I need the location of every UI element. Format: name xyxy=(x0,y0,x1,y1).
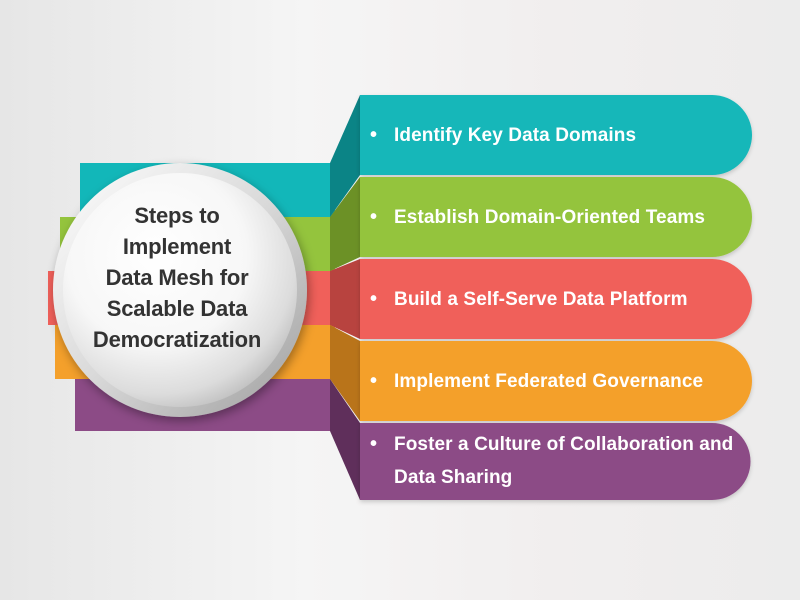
title-line-4: Scalable Data xyxy=(106,296,248,321)
diagram-title: Steps to Implement Data Mesh for Scalabl… xyxy=(72,200,282,355)
step-5: • Foster a Culture of Collaboration and … xyxy=(370,423,770,500)
step-5-label: Foster a Culture of Collaboration and Da… xyxy=(394,434,734,488)
step-1-label: Identify Key Data Domains xyxy=(394,124,637,146)
step-banners xyxy=(360,95,752,500)
step-3-bullet: • xyxy=(370,287,378,310)
banner-4 xyxy=(360,341,752,421)
fold-3 xyxy=(330,259,360,339)
banner-1 xyxy=(360,95,752,175)
banner-2 xyxy=(360,177,752,257)
step-3: • Build a Self-Serve Data Platform xyxy=(370,259,770,339)
step-4-label: Implement Federated Governance xyxy=(394,370,704,392)
fold-2 xyxy=(330,177,360,271)
step-4: • Implement Federated Governance xyxy=(370,341,770,421)
title-line-5: Democratization xyxy=(92,327,262,352)
step-5-bullet: • xyxy=(370,433,378,455)
step-2-label: Establish Domain-Oriented Teams xyxy=(394,206,706,228)
title-line-3: Data Mesh for xyxy=(105,265,249,290)
banner-3 xyxy=(360,259,752,339)
step-4-bullet: • xyxy=(370,369,378,392)
fold-4 xyxy=(330,325,360,421)
step-2-bullet: • xyxy=(370,205,378,228)
step-3-label: Build a Self-Serve Data Platform xyxy=(394,288,688,310)
fold-1 xyxy=(330,95,360,217)
step-1-bullet: • xyxy=(370,123,378,146)
title-disc xyxy=(53,163,307,417)
title-line-1: Steps to xyxy=(134,203,220,228)
step-2: • Establish Domain-Oriented Teams xyxy=(370,177,770,257)
title-line-2: Implement xyxy=(122,234,232,259)
banner-5 xyxy=(360,423,751,500)
fold-connectors xyxy=(330,95,360,500)
fold-5 xyxy=(330,379,360,500)
step-1: • Identify Key Data Domains xyxy=(370,95,770,175)
